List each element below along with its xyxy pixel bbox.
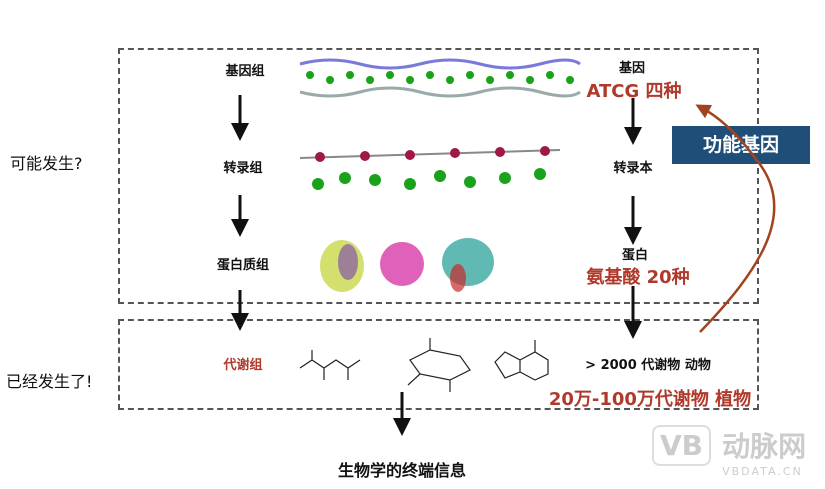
feedback-curve-arrow: [695, 104, 776, 333]
plant-metabolites: 20万-100万代谢物 植物: [548, 389, 752, 410]
watermark-cn: 动脉网: [722, 430, 807, 463]
genome-label: 基因组: [225, 64, 265, 79]
gene-note: ATCG 四种: [586, 81, 682, 102]
transcript-label: 转录本: [613, 161, 653, 176]
happened-region-box: [118, 319, 759, 410]
functional-gene-callout: 功能基因: [672, 126, 810, 164]
possible-label: 可能发生?: [10, 154, 83, 173]
protein-illustrations: [320, 238, 494, 292]
possible-region-box: [118, 48, 759, 304]
metabolite-structures: [299, 338, 549, 392]
watermark: VB 动脉网 VBDATA.CN: [652, 425, 806, 478]
protein-note: 氨基酸 20种: [586, 267, 690, 288]
rna-illustration: [299, 146, 561, 190]
dna-illustration: [299, 58, 581, 98]
footer-label: 生物学的终端信息: [338, 461, 467, 480]
gene-label: 基因: [618, 61, 646, 76]
transcriptome-label: 转录组: [223, 161, 263, 176]
watermark-url: VBDATA.CN: [722, 465, 803, 478]
proteome-label: 蛋白质组: [216, 258, 270, 273]
watermark-logo: VB: [652, 425, 712, 466]
metabolome-label: 代谢组: [223, 358, 263, 373]
happened-label: 已经发生了!: [6, 372, 93, 391]
protein-label: 蛋白: [621, 248, 649, 263]
animal-metabolites: > 2000 代谢物 动物: [585, 358, 711, 373]
